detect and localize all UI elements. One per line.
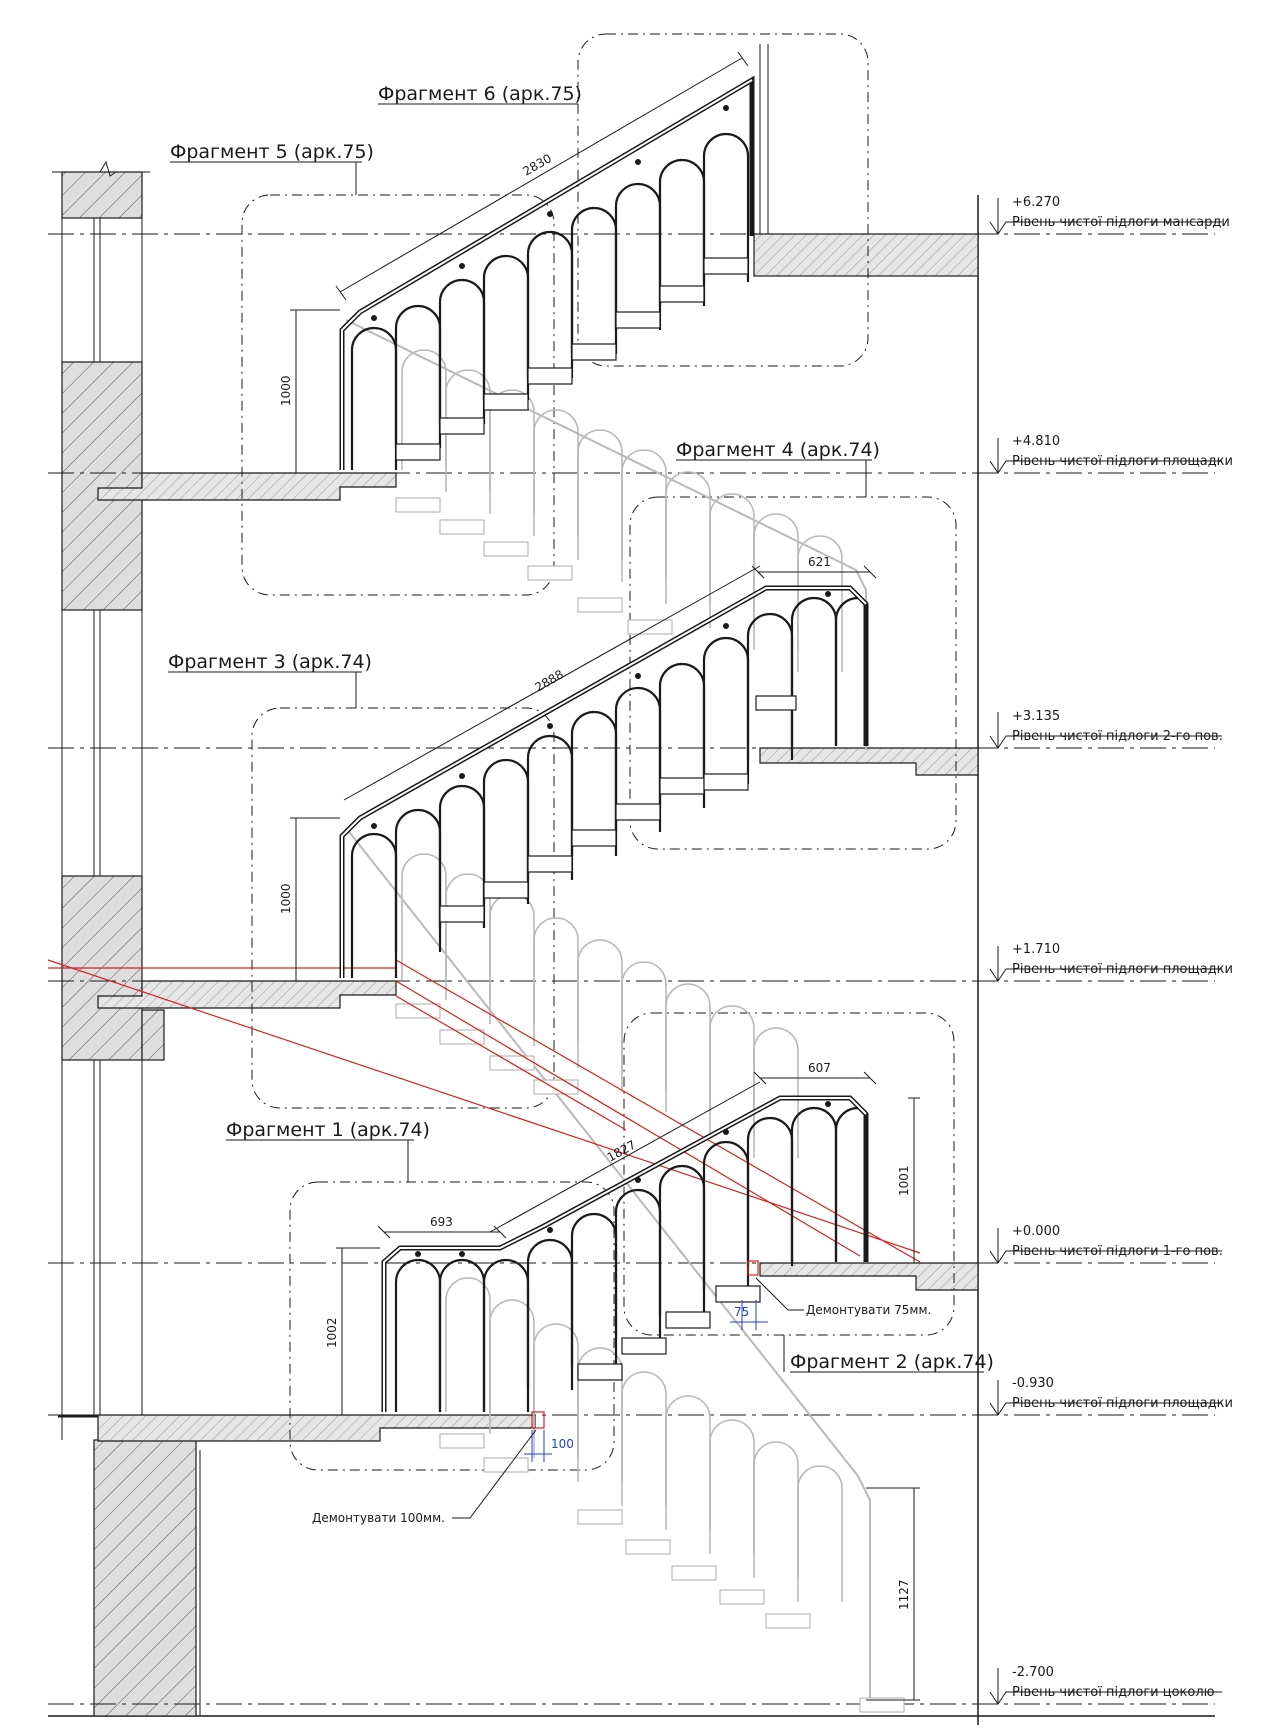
dim-1000-middle: 1000 [279,883,293,914]
red-lines [47,959,921,1263]
dim-2830: 2830 [521,151,554,178]
level-3-value: +3.135 [1012,709,1060,724]
note-demount-100: Демонтувати 100мм. [312,1511,445,1525]
level-7-value: -2.700 [1012,1665,1054,1680]
level-2-value: +4.810 [1012,434,1060,449]
left-wall [52,160,197,1717]
level-4-desc: Рівень чистої підлоги площадки [1012,962,1233,977]
level-4-value: +1.710 [1012,942,1060,957]
dim-2888: 2888 [533,667,566,694]
level-7-desc: Рівень чистої підлоги цоколю [1012,1685,1215,1700]
level-6-value: -0.930 [1012,1376,1054,1391]
dim-1002: 1002 [325,1317,339,1348]
level-2-desc: Рівень чистої підлоги площадки [1012,454,1233,469]
flight-lower [381,1095,869,1412]
level-1-value: +6.270 [1012,195,1060,210]
dim-1000-upper: 1000 [279,375,293,406]
level-1-desc: Рівень чистої підлоги мансарди [1012,215,1230,230]
flight-upper [339,44,769,470]
fragment-2-label: Фрагмент 2 (арк.74) [790,1351,994,1373]
fragment-leaders [168,103,984,1373]
fragment-outlines [241,33,957,1471]
level-lines [48,233,1215,1705]
dimension-lines [290,51,920,1701]
slabs [97,233,979,1442]
flight-middle [339,585,869,978]
fragment-4-label: Фрагмент 4 (арк.74) [676,439,880,461]
fragment-6-label: Фрагмент 6 (арк.75) [378,83,582,105]
note-demount-75: Демонтувати 75мм. [806,1303,931,1317]
level-5-desc: Рівень чистої підлоги 1-го пов. [1012,1244,1223,1259]
fragment-1-label: Фрагмент 1 (арк.74) [226,1119,430,1141]
demolish-markers [452,1260,804,1519]
building-outline [48,195,1215,1725]
level-6-desc: Рівень чистої підлоги площадки [1012,1396,1233,1411]
dim-100: 100 [551,1437,574,1451]
fragment-3-label: Фрагмент 3 (арк.74) [168,651,372,673]
level-5-value: +0.000 [1012,1224,1060,1239]
level-markers [989,198,1222,1705]
dim-1127: 1127 [897,1579,911,1610]
fragment-5-label: Фрагмент 5 (арк.75) [170,141,374,163]
dim-607: 607 [808,1061,831,1075]
level-3-desc: Рівень чистої підлоги 2-го пов. [1012,729,1223,744]
dim-693: 693 [430,1215,453,1229]
dim-1001: 1001 [897,1165,911,1196]
dim-1827: 1827 [605,1138,639,1165]
dim-621: 621 [808,555,831,569]
dim-75: 75 [734,1305,749,1319]
